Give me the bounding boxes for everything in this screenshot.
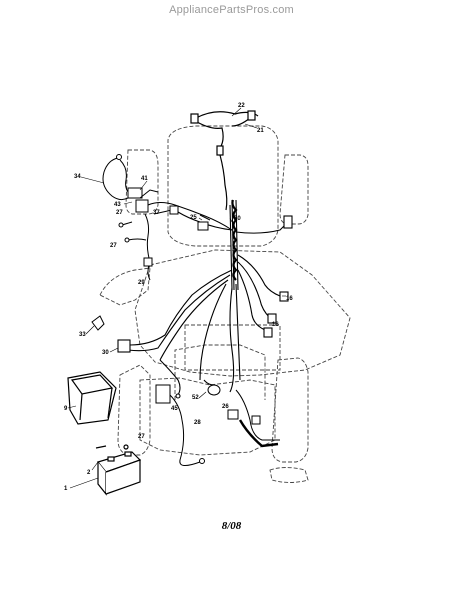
lower-harness <box>155 384 280 466</box>
callout-21: 21 <box>257 128 264 134</box>
callout-16-upper: 16 <box>286 296 293 302</box>
diagram-code: 8/08 <box>221 520 242 532</box>
callout-45: 45 <box>171 406 178 412</box>
callout-2: 2 <box>87 470 91 476</box>
callout-26: 26 <box>222 404 229 410</box>
ignition-harness <box>102 154 233 281</box>
battery-icon <box>95 444 142 496</box>
watermark: AppliancePartsPros.com <box>169 4 294 16</box>
callout-30: 30 <box>102 350 109 356</box>
callout-27-mid: 27 <box>110 243 117 249</box>
headlight-harness <box>190 110 259 211</box>
callout-9: 9 <box>64 406 68 412</box>
callout-43: 43 <box>114 202 121 208</box>
small-parts <box>91 214 211 331</box>
callout-16-lower: 16 <box>272 322 279 328</box>
callout-52: 52 <box>192 395 199 401</box>
callout-34: 34 <box>74 174 81 180</box>
battery-tray-icon <box>67 371 117 425</box>
tractor-outline <box>99 125 351 483</box>
callout-labels: 22 21 41 34 43 27 37 50 25 27 29 16 16 3… <box>64 103 293 492</box>
leader-lines <box>67 107 286 489</box>
callout-1: 1 <box>64 486 68 492</box>
callout-37: 37 <box>153 210 160 216</box>
callout-29: 29 <box>138 280 145 286</box>
callout-25: 25 <box>190 215 197 221</box>
callout-27-upper: 27 <box>116 210 123 216</box>
callout-33: 33 <box>79 332 86 338</box>
main-harness <box>117 199 293 399</box>
callout-50: 50 <box>234 216 241 222</box>
callout-41: 41 <box>141 176 148 182</box>
callout-22: 22 <box>238 103 245 109</box>
callout-28: 28 <box>194 420 201 426</box>
callout-27-lower: 27 <box>138 434 145 440</box>
